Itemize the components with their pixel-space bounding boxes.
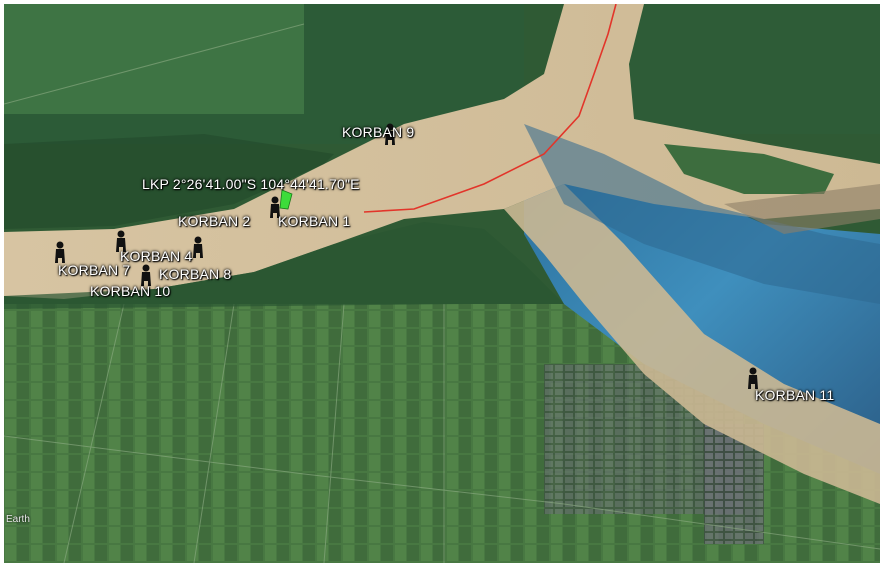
- label-korban-9[interactable]: KORBAN 9: [342, 124, 415, 140]
- person-icon-korban-11[interactable]: [748, 367, 758, 390]
- map-watermark: Earth: [6, 514, 30, 525]
- map-imagery: [4, 4, 880, 563]
- label-korban-2[interactable]: KORBAN 2: [178, 213, 251, 229]
- satellite-map[interactable]: LKP 2°26'41.00"S 104°44'41.70"E KORBAN 1…: [4, 4, 880, 563]
- victim-markers: [55, 123, 758, 390]
- person-icon-korban-10[interactable]: [141, 264, 151, 287]
- route-line: [363, 4, 617, 213]
- label-korban-8[interactable]: KORBAN 8: [159, 266, 232, 282]
- person-icon-korban-8[interactable]: [193, 236, 203, 259]
- label-korban-10[interactable]: KORBAN 10: [90, 283, 171, 299]
- lkp-coordinate-label: LKP 2°26'41.00"S 104°44'41.70"E: [142, 176, 360, 192]
- lkp-marker[interactable]: [279, 189, 293, 210]
- label-korban-1[interactable]: KORBAN 1: [278, 213, 351, 229]
- person-icon-korban-9[interactable]: [385, 123, 395, 146]
- label-korban-7[interactable]: KORBAN 7: [58, 262, 131, 278]
- person-icon-korban-7[interactable]: [55, 241, 65, 264]
- person-icon-korban-2[interactable]: [270, 196, 280, 219]
- label-korban-11[interactable]: KORBAN 11: [755, 387, 835, 403]
- person-icon-korban-4[interactable]: [116, 230, 126, 253]
- label-korban-4[interactable]: KORBAN 4: [120, 248, 193, 264]
